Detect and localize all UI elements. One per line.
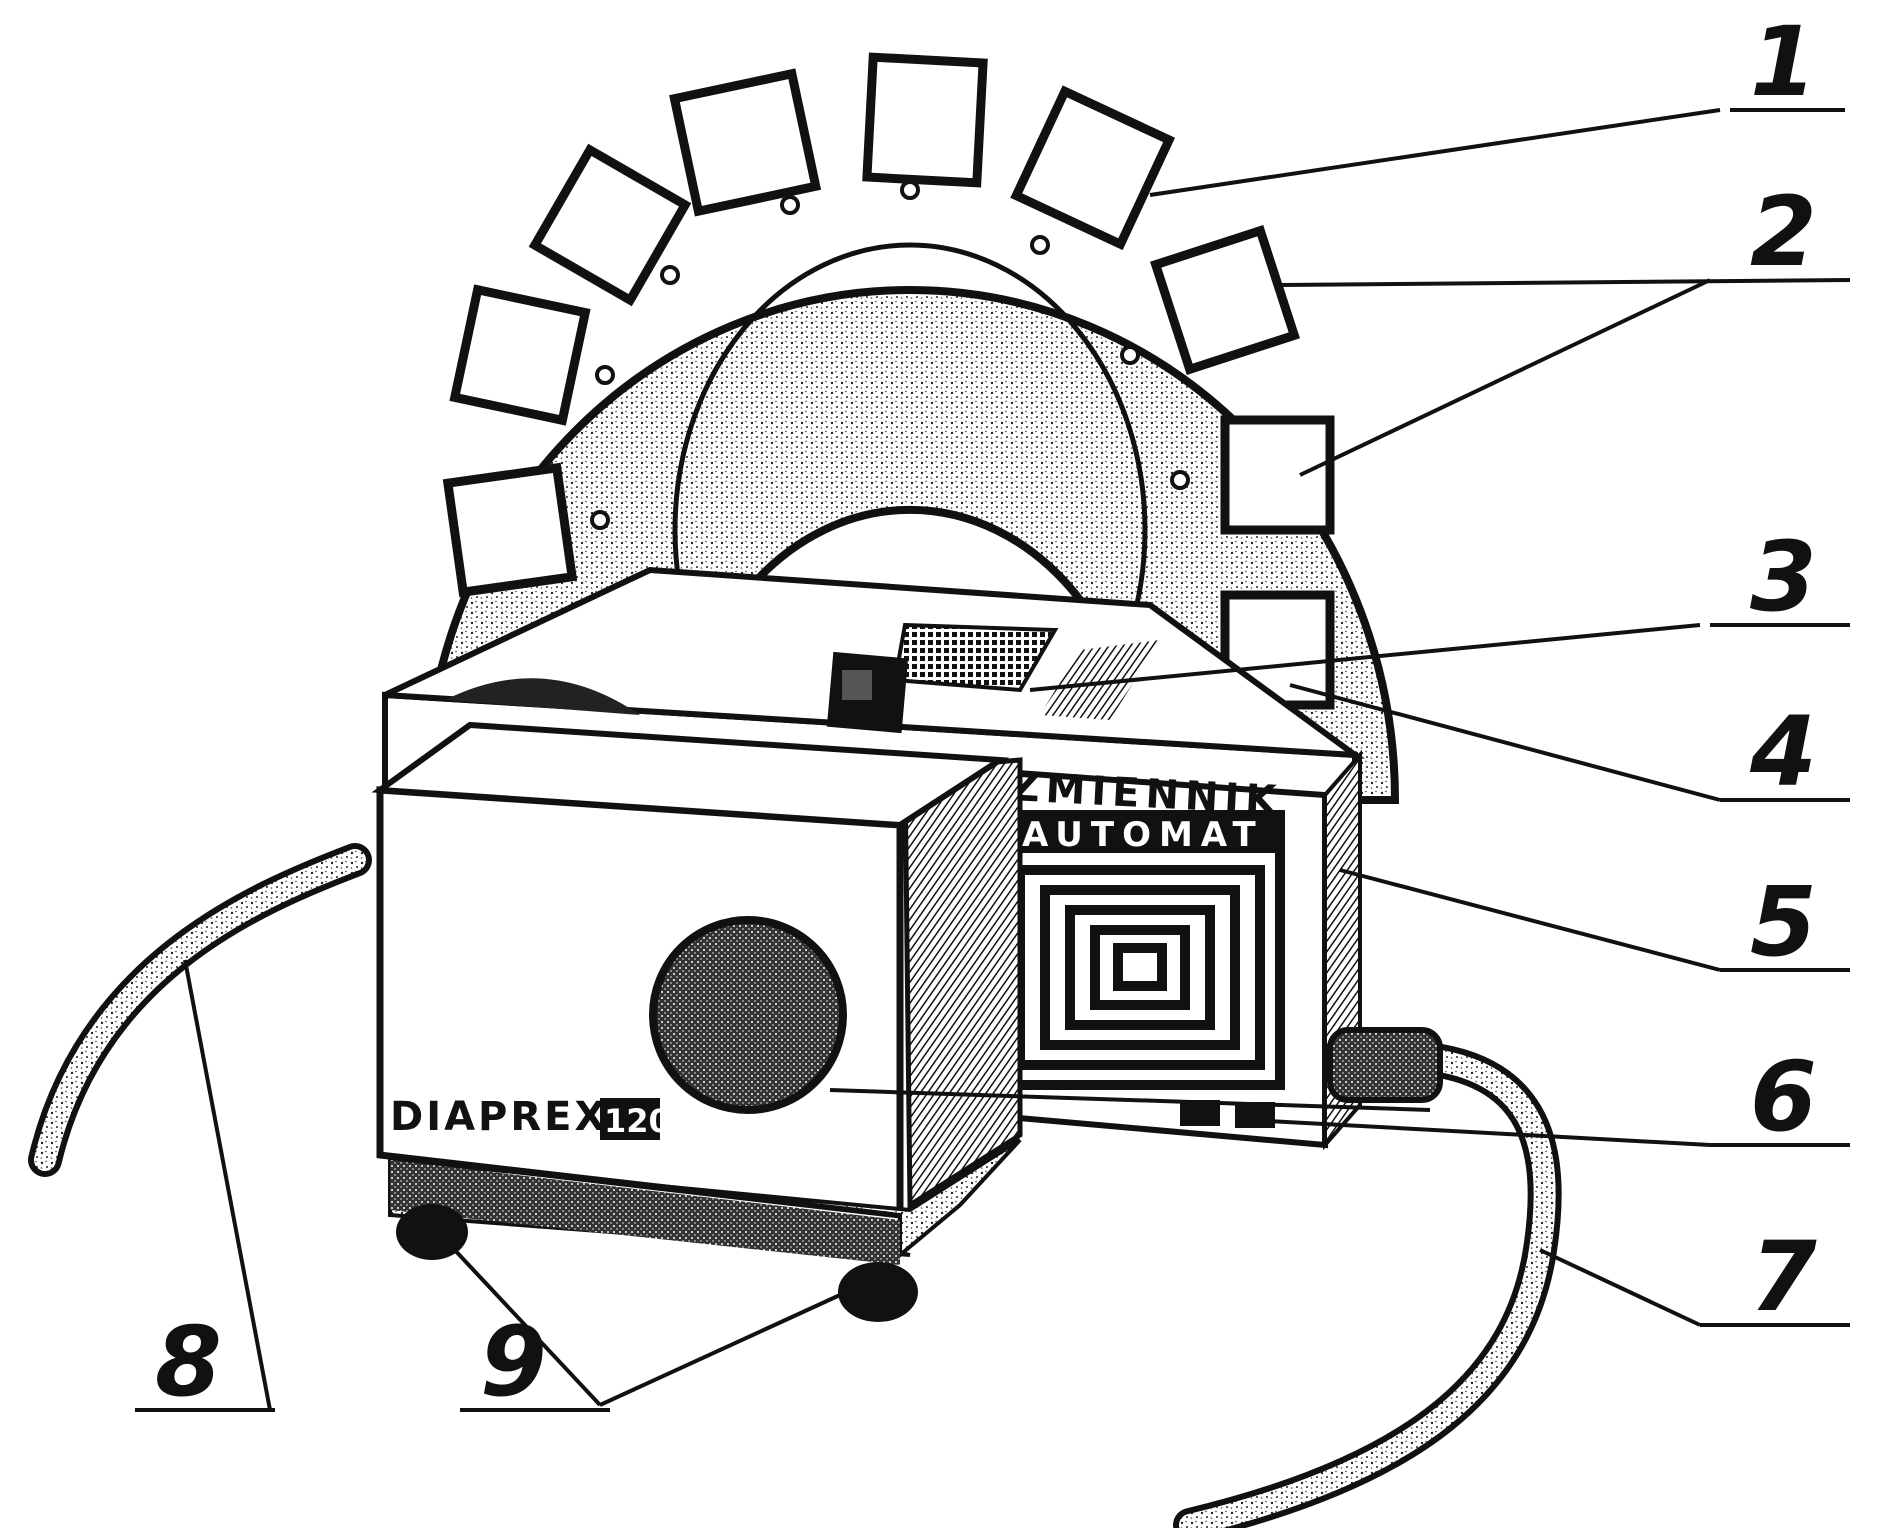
callout-3: 3 <box>1750 521 1817 633</box>
slide-windows <box>442 52 1335 710</box>
concentric-squares-logo <box>1015 865 1265 1070</box>
callout-6: 6 <box>1750 1041 1817 1153</box>
lens-knob <box>649 916 847 1114</box>
changer-knob <box>826 651 909 734</box>
callout-2: 2 <box>1750 176 1817 288</box>
front-brand-label: DIAPREX <box>390 1094 608 1140</box>
projector-feet <box>396 1204 918 1322</box>
power-cord-left <box>28 843 372 1177</box>
callout-9: 9 <box>480 1306 547 1418</box>
leader-lines <box>135 108 1851 1412</box>
front-brand-plate: DIAPREX 120 <box>390 1094 671 1140</box>
cable-connector <box>1327 1027 1443 1103</box>
callout-8: 8 <box>155 1306 222 1418</box>
callout-4: 4 <box>1749 696 1817 808</box>
callout-5: 5 <box>1750 866 1817 978</box>
callout-1: 1 <box>1750 6 1817 118</box>
changer-side-box: ZMIENNIK AUTOMAT <box>971 749 1443 1151</box>
sub-brand-label: AUTOMAT <box>1022 815 1264 855</box>
callouts: 1 2 3 4 5 6 7 8 9 <box>155 6 1817 1418</box>
front-model-label: 120 <box>604 1102 671 1140</box>
callout-7: 7 <box>1750 1221 1817 1333</box>
